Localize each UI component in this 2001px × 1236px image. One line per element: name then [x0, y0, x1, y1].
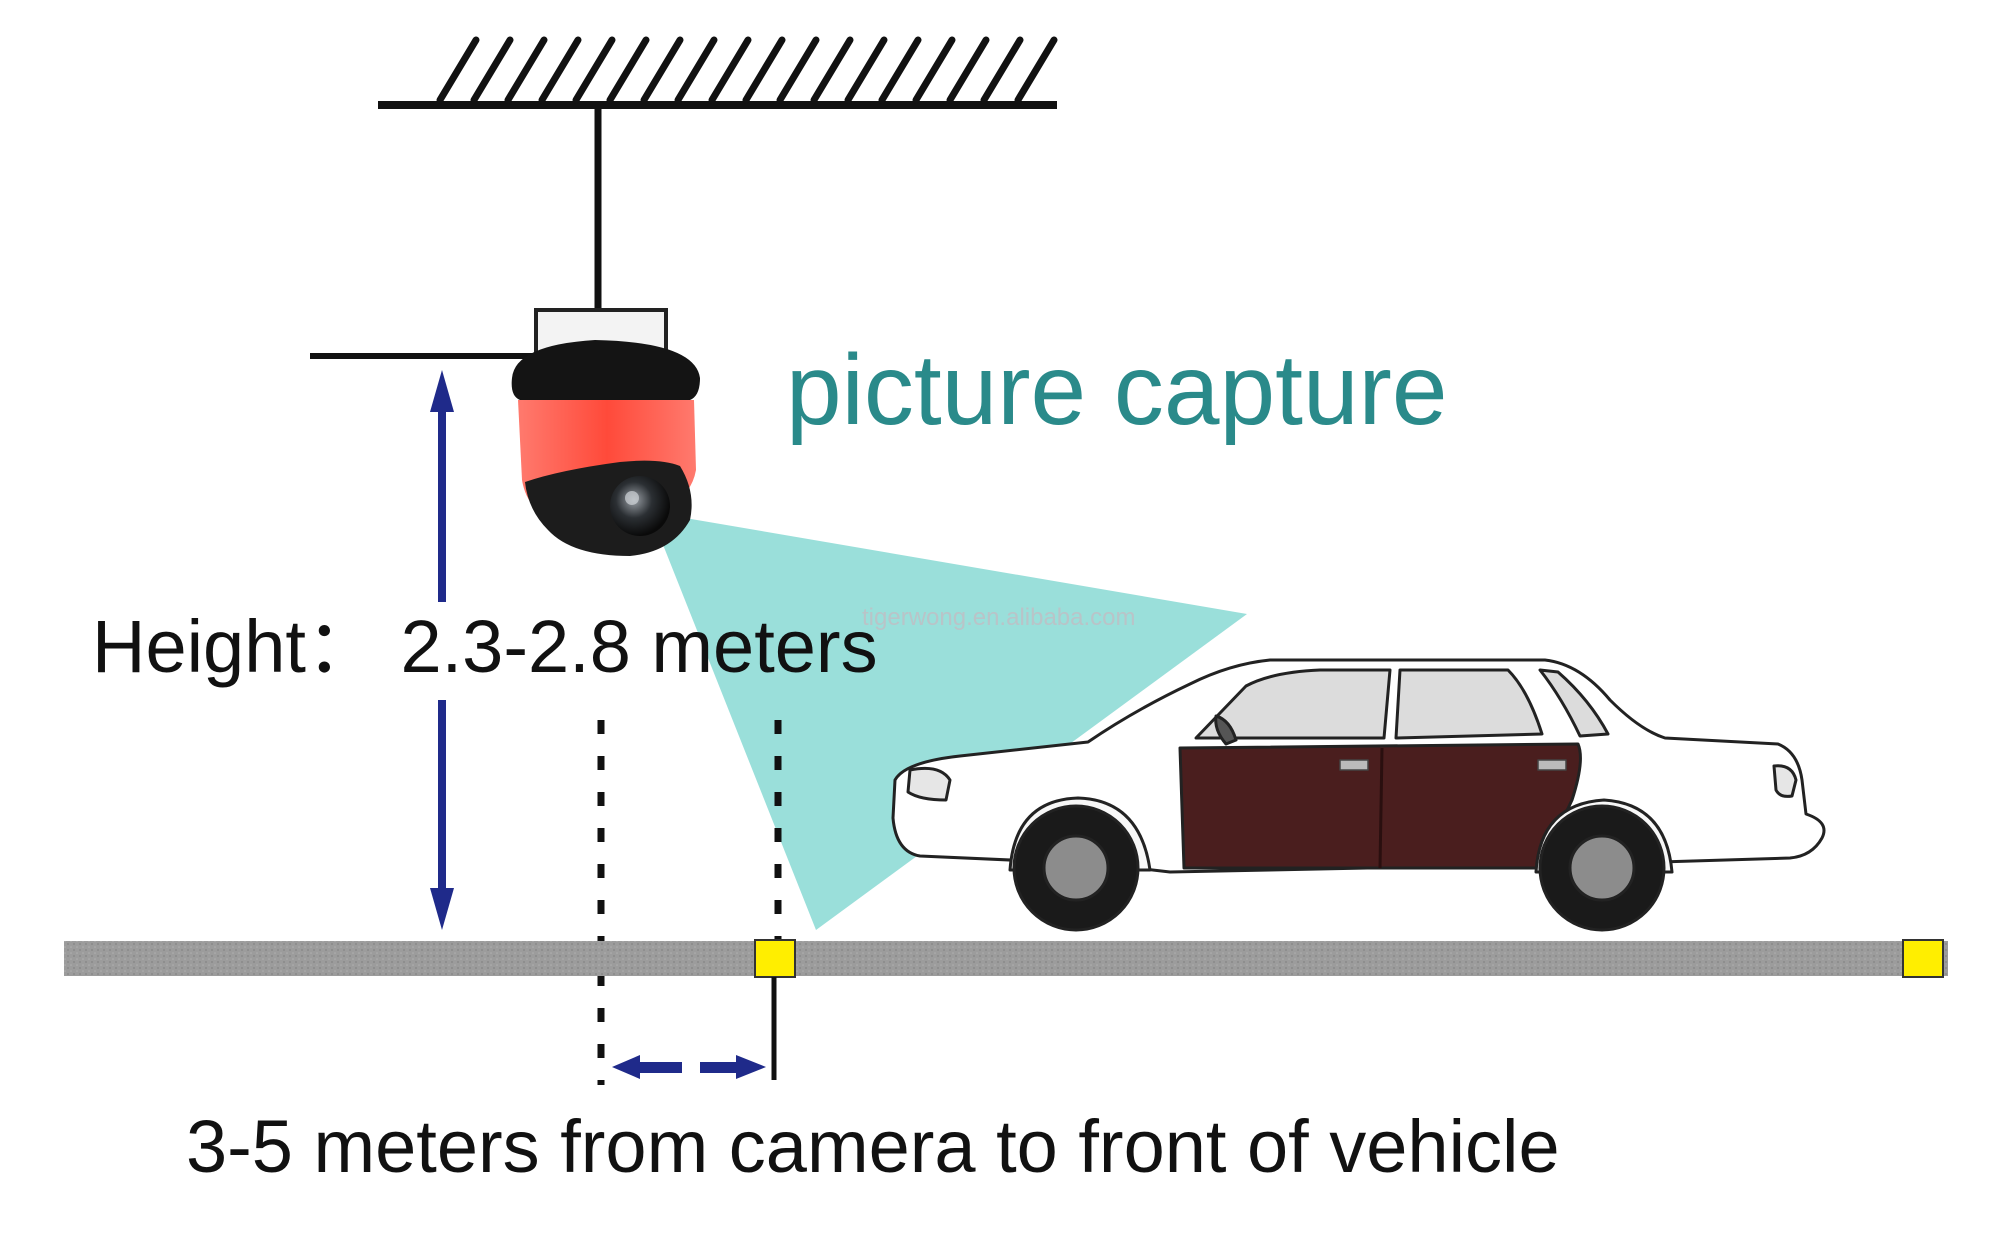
ceiling-hatch-mark: [844, 36, 888, 104]
road-surface: [64, 941, 1948, 976]
ceiling-hatch-mark: [742, 36, 786, 104]
ceiling-hatch-icon: [378, 36, 1058, 109]
yellow-marker-icon: [754, 939, 796, 978]
ceiling-hatch-mark: [674, 36, 718, 104]
ceiling-hatch-mark: [470, 36, 514, 104]
ceiling-hatch-mark: [436, 36, 480, 104]
ceiling-hatch-mark: [878, 36, 922, 104]
ceiling-hatch-mark: [980, 36, 1024, 104]
ceiling-hatch-mark: [776, 36, 820, 104]
watermark: tigerwong.en.alibaba.com: [862, 604, 1136, 631]
ceiling-hatch-mark: [1014, 36, 1058, 104]
height-label: Height： 2.3-2.8 meters: [92, 605, 878, 688]
ceiling-hatch-mark: [810, 36, 854, 104]
ceiling-hatch-mark: [504, 36, 548, 104]
sedan-car-icon: [891, 658, 1826, 932]
dome-camera-icon: [511, 308, 700, 556]
ceiling-hatch-mark: [538, 36, 582, 104]
ceiling-hatch-mark: [572, 36, 616, 104]
ceiling-hatch-mark: [912, 36, 956, 104]
ceiling-hatch-mark: [606, 36, 650, 104]
ceiling-hatch-mark: [708, 36, 752, 104]
ceiling-hatch-mark: [946, 36, 990, 104]
camera-view-cone: [650, 512, 1247, 930]
height-arrow: [430, 370, 454, 930]
distance-arrow: [612, 1055, 766, 1079]
distance-label: 3-5 meters from camera to front of vehic…: [186, 1105, 1560, 1188]
yellow-marker-icon-2: [1902, 939, 1944, 978]
diagram-title: picture capture: [786, 334, 1448, 446]
ceiling-hatch-mark: [640, 36, 684, 104]
